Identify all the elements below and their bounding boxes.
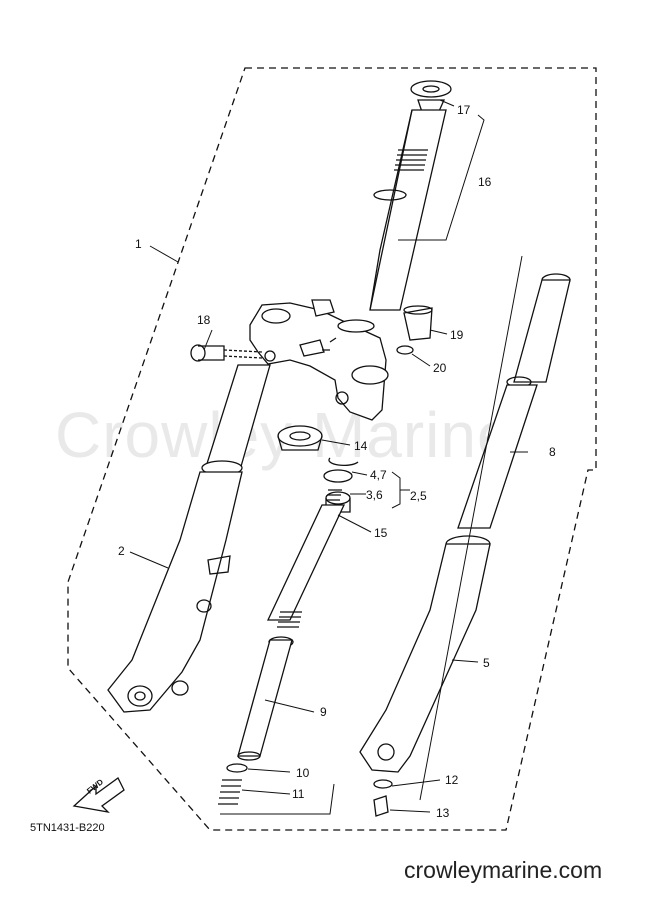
triple-clamp xyxy=(249,299,389,421)
callout-8: 8 xyxy=(549,445,556,459)
callout-4-7: 4,7 xyxy=(370,468,387,482)
callout-19: 19 xyxy=(450,328,464,342)
callout-11: 11 xyxy=(292,787,305,801)
callout-2-5: 2,5 xyxy=(410,489,427,503)
callout-1: 1 xyxy=(135,237,142,251)
callout-16: 16 xyxy=(478,175,492,189)
leader-lines xyxy=(129,99,528,815)
callout-10: 10 xyxy=(296,766,310,780)
steering-stem xyxy=(369,80,452,311)
callout-15: 15 xyxy=(374,526,388,540)
right-inner-tube xyxy=(457,273,571,529)
left-fork-leg xyxy=(107,364,271,713)
callout-17: 17 xyxy=(457,103,471,117)
callout-20: 20 xyxy=(433,361,447,375)
callout-5: 5 xyxy=(483,656,490,670)
fwd-arrow xyxy=(72,777,125,813)
damper-assembly xyxy=(218,425,359,805)
callout-14: 14 xyxy=(354,439,368,453)
callout-3-6: 3,6 xyxy=(366,488,383,502)
callout-12: 12 xyxy=(445,773,459,787)
part-code: 5TN1431-B220 xyxy=(30,822,105,834)
assembly-outline xyxy=(67,67,597,831)
site-url[interactable]: crowleymarine.com xyxy=(404,857,603,883)
small-hardware xyxy=(190,305,433,362)
callout-18: 18 xyxy=(197,313,211,327)
callout-2: 2 xyxy=(118,544,125,558)
callout-9: 9 xyxy=(320,705,327,719)
callout-13: 13 xyxy=(436,806,450,820)
